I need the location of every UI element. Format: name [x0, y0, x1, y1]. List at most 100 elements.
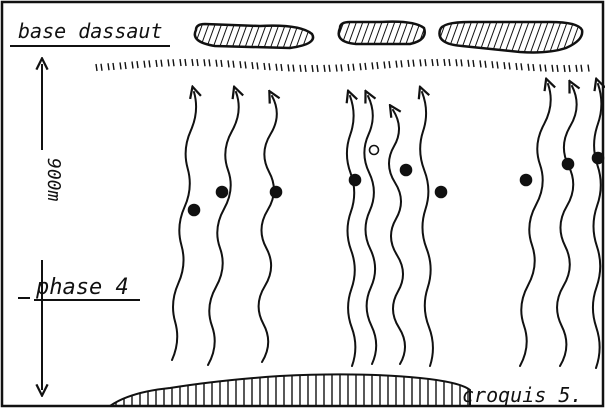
trench-tick	[257, 62, 258, 69]
trench-tick	[216, 60, 217, 67]
trench-tick	[144, 61, 145, 68]
troop-marker	[271, 187, 282, 198]
troop-markers	[189, 146, 604, 216]
trench-tick	[360, 63, 361, 70]
trench-tick	[581, 65, 582, 72]
trench-tick	[101, 64, 102, 71]
trench-tick	[456, 59, 457, 66]
trench-tick	[389, 61, 390, 68]
trench-tick	[173, 59, 174, 66]
trench-tick	[264, 63, 265, 70]
trench-tick	[240, 61, 241, 68]
trench-tick	[276, 64, 277, 71]
trench-tick	[221, 60, 222, 67]
troop-marker	[563, 159, 574, 170]
trench-tick	[557, 65, 558, 72]
troop-marker	[189, 205, 200, 216]
trench-tick	[312, 65, 313, 72]
trench-tick	[372, 62, 373, 69]
trench-tick	[588, 65, 589, 72]
troop-marker	[401, 165, 412, 176]
trench-tick	[288, 64, 289, 71]
troop-path	[208, 92, 239, 365]
trench-tick	[509, 62, 510, 69]
troop-marker	[593, 153, 604, 164]
trench-tick	[552, 65, 553, 72]
troop-path	[420, 92, 433, 366]
trench-tick	[444, 59, 445, 66]
trench-tick	[293, 65, 294, 72]
trench-tick	[204, 59, 205, 66]
trench-tick	[137, 61, 138, 68]
trench-tick	[252, 62, 253, 69]
troop-path	[557, 86, 577, 366]
trench-tick	[576, 65, 577, 72]
trench-tick	[396, 61, 397, 68]
trench-tick	[377, 62, 378, 69]
trench-tick	[161, 60, 162, 67]
trench-tick	[305, 65, 306, 72]
trench-tick	[185, 59, 186, 66]
trench-tick	[516, 63, 517, 70]
trench-tick	[408, 60, 409, 67]
trench-tick	[96, 64, 97, 71]
trench-tick-line	[96, 59, 589, 72]
trench-tick	[125, 62, 126, 69]
trench-tick	[120, 62, 121, 69]
troop-marker-hollow	[370, 146, 379, 155]
trench-tick	[108, 63, 109, 70]
trench-tick	[432, 59, 433, 66]
trench-tick	[113, 63, 114, 70]
trench-tick	[497, 62, 498, 69]
trench-tick	[156, 60, 157, 67]
troop-marker	[217, 187, 228, 198]
trench-tick	[540, 64, 541, 71]
trench-tick	[545, 65, 546, 72]
trench-tick	[168, 59, 169, 66]
troop-path	[364, 96, 376, 364]
trench-tick	[149, 60, 150, 67]
trench-tick	[564, 65, 565, 72]
trench-tick	[245, 62, 246, 69]
croquis-label: croquis 5.	[462, 383, 582, 407]
trench-tick	[437, 59, 438, 66]
trench-tick	[468, 60, 469, 67]
trench-tick	[365, 63, 366, 70]
trench-tick	[461, 59, 462, 66]
trench-tick	[492, 61, 493, 68]
trench-tick	[329, 65, 330, 72]
trench-tick	[209, 59, 210, 66]
trench-tick	[132, 62, 133, 69]
trench-tick	[197, 59, 198, 66]
trench-tick	[533, 64, 534, 71]
troop-marker	[350, 175, 361, 186]
troop-marker	[521, 175, 532, 186]
trench-tick	[401, 60, 402, 67]
trench-tick	[425, 59, 426, 66]
phase-label: phase 4	[35, 275, 129, 300]
trench-tick	[473, 60, 474, 67]
troop-path	[593, 84, 601, 368]
troop-marker	[436, 187, 447, 198]
trench-tick	[384, 61, 385, 68]
trench-tick	[528, 64, 529, 71]
trench-tick	[324, 65, 325, 72]
troop-paths	[172, 84, 601, 368]
trench-tick	[353, 64, 354, 71]
distance-label: 900m	[43, 158, 64, 202]
enemy-positions	[195, 22, 582, 53]
troop-path	[172, 92, 196, 360]
trench-tick	[336, 65, 337, 72]
trench-tick	[269, 63, 270, 70]
trench-tick	[341, 64, 342, 71]
friendly-base-ground	[110, 374, 470, 406]
trench-tick	[485, 61, 486, 68]
trench-tick	[348, 64, 349, 71]
trench-tick	[228, 60, 229, 67]
trench-tick	[233, 61, 234, 68]
trench-tick	[480, 60, 481, 67]
troop-path	[389, 110, 405, 364]
troop-path	[520, 84, 551, 366]
